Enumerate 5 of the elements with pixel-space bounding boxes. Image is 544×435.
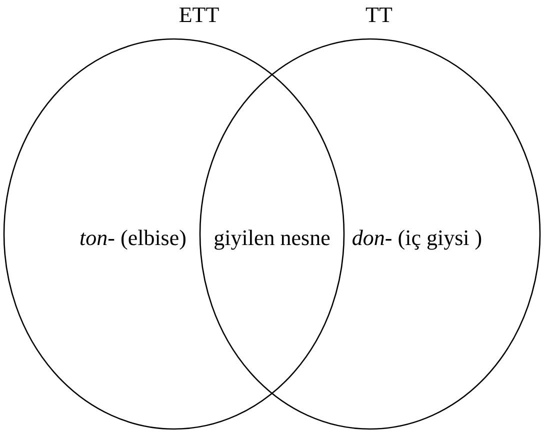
set-title: TT — [366, 2, 392, 28]
set-text: ton- (elbise) — [80, 226, 186, 250]
set-text: don- (iç giysi ) — [352, 226, 482, 250]
set-title: ETT — [178, 2, 220, 28]
overlap-text: giyilen nesne — [214, 225, 330, 251]
